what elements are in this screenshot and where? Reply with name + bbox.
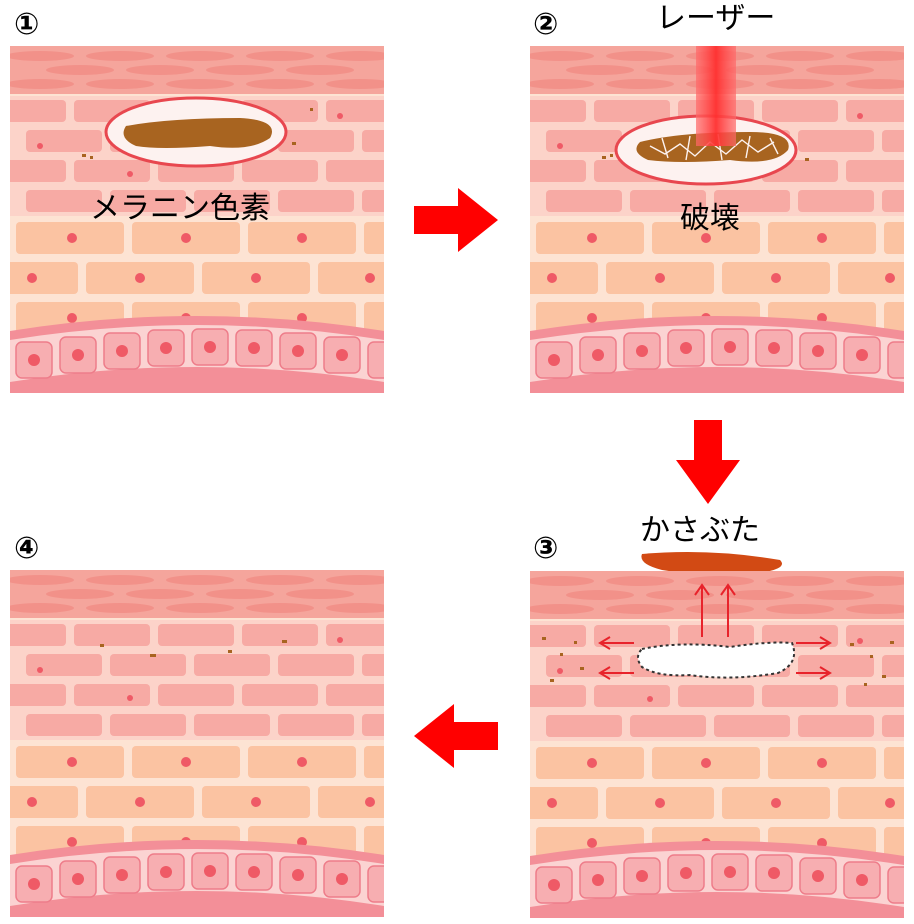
step-4-skin-diagram [10,570,384,917]
melanin-label: メラニン色素 [90,191,270,226]
laser-label: レーザー [656,1,776,36]
destroy-label: 破壊 [680,201,740,236]
laser-beam [696,46,736,146]
cleared-area [637,641,796,679]
step-1-number: ① [14,7,40,42]
arrow-left [414,704,498,768]
step-4-number: ④ [14,531,40,566]
melanin-pigment [123,118,273,148]
step-3-skin-diagram [530,552,904,918]
step-2-skin-diagram [530,46,904,393]
scab-shape [641,552,782,575]
arrow-right [414,188,498,252]
broken-melanin-pigment [636,132,789,162]
step-1-skin-diagram [10,46,384,393]
step-3-number: ③ [533,531,559,566]
scab-label: かさぶた [640,513,760,548]
arrow-down [676,420,740,504]
step-2-number: ② [533,7,559,42]
